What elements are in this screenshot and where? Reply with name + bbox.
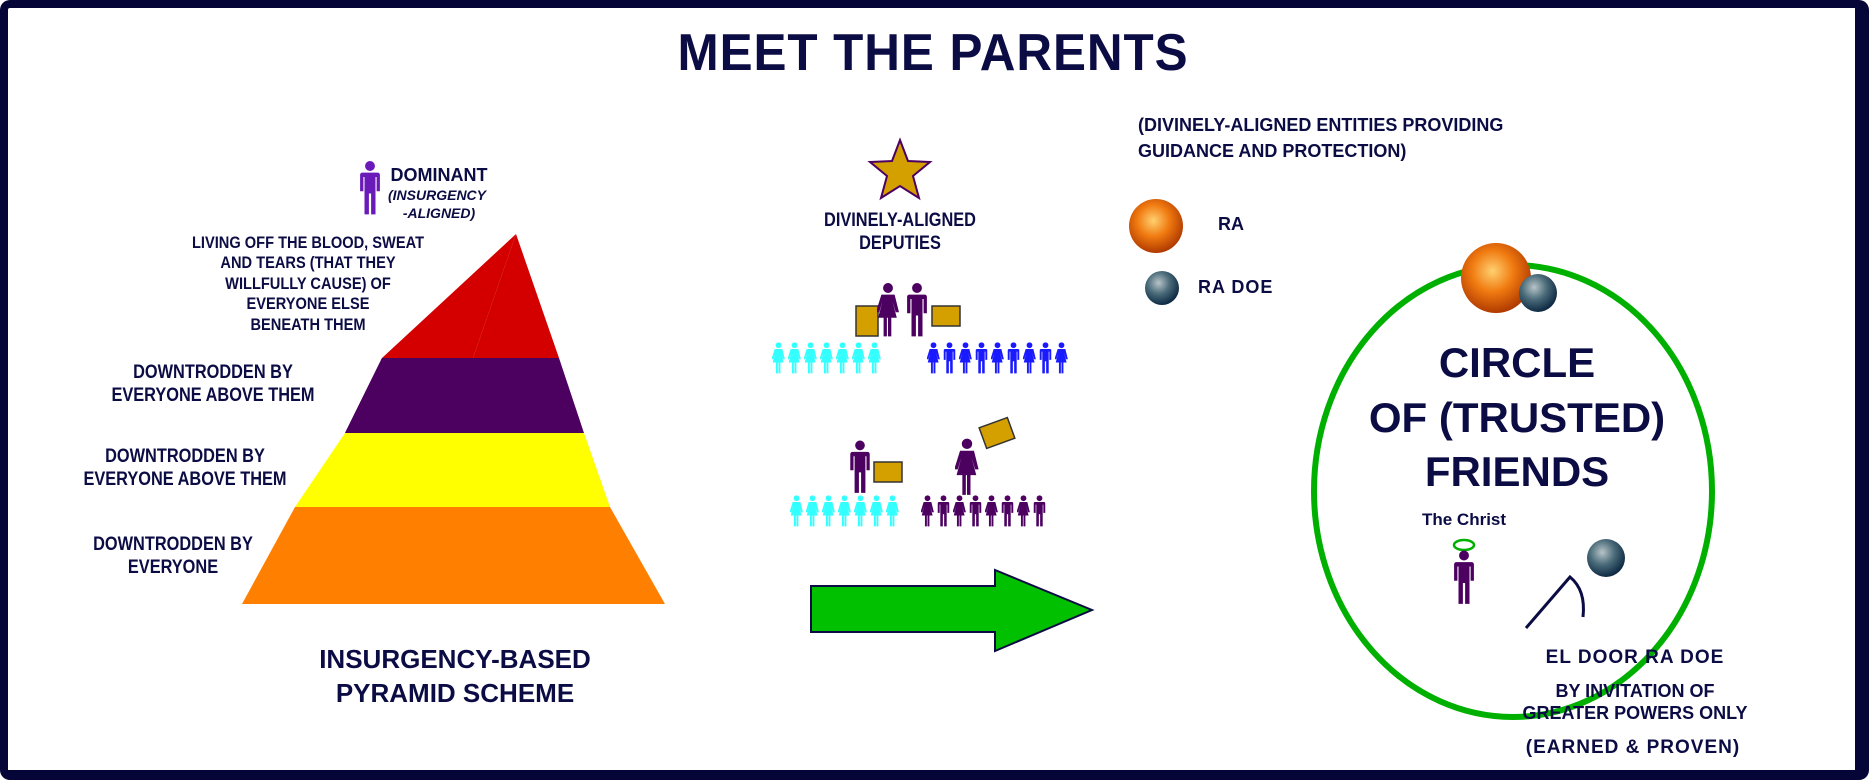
sun-icon xyxy=(1129,199,1183,253)
arrow-right-icon xyxy=(810,568,1095,653)
pyramid-tier-3 xyxy=(295,433,610,507)
earth-icon xyxy=(1587,539,1625,577)
briefcase-icon xyxy=(873,461,903,483)
dominant-person-icon xyxy=(360,161,380,215)
star-icon xyxy=(867,137,933,201)
christ-person-icon xyxy=(1454,550,1474,604)
deputies-group-1 xyxy=(772,283,1068,374)
pyramid-tier-top xyxy=(473,234,559,358)
ra-label: RA xyxy=(1218,214,1244,234)
deputies-group-2 xyxy=(790,416,1046,527)
sun-icon xyxy=(1461,243,1531,313)
pyramid-tier-2b xyxy=(345,358,584,433)
ra-doe-label: RA DOE xyxy=(1198,277,1274,297)
dominant-label: DOMINANT xyxy=(390,165,488,185)
earth-icon xyxy=(1145,271,1179,305)
page-title: MEET THE PARENTS xyxy=(677,24,1189,82)
briefcase-icon xyxy=(931,305,961,327)
pyramid-tier-4 xyxy=(242,507,665,604)
briefcase-icon xyxy=(978,416,1016,450)
christ-label: The Christ xyxy=(1421,510,1507,529)
halo-icon xyxy=(1452,538,1476,552)
door-note-earned: (EARNED & PROVEN) xyxy=(1525,737,1741,758)
briefcase-icon xyxy=(855,305,879,337)
dominant-sub: -ALIGNED) xyxy=(402,205,476,221)
dominant-sub: (INSURGENCY xyxy=(387,187,487,203)
earth-icon xyxy=(1519,274,1557,312)
door-icon xyxy=(1524,574,1585,629)
door-label: EL DOOR RA DOE xyxy=(1545,647,1725,668)
pyramid xyxy=(242,234,665,604)
